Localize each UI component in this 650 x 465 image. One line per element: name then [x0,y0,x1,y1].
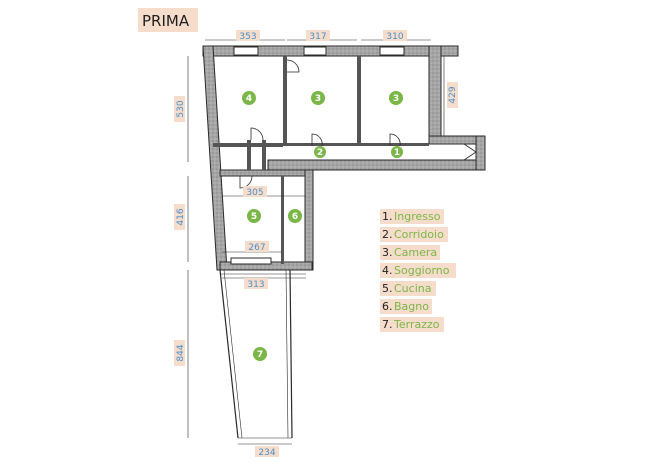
svg-text:3: 3 [315,94,321,104]
room-markers: 4 3 3 2 1 5 6 7 [242,91,403,361]
wall-entry-right [262,140,266,170]
dimension-label-backgrounds [174,30,458,457]
svg-text:Camera: Camera [394,246,437,259]
window-4 [230,257,272,265]
svg-text:7.: 7. [382,318,393,331]
walls [202,45,486,439]
svg-text:4: 4 [246,94,252,104]
dim-left-upper: 530 [176,100,186,117]
wall-kitchen-right [304,169,314,271]
svg-text:3.: 3. [382,246,393,259]
room-marker-2: 2 [314,146,326,158]
svg-text:6.: 6. [382,300,393,313]
room-marker-1: 1 [391,146,403,158]
dim-top-room3b: 310 [386,32,403,42]
door-corridor-end [463,143,477,161]
terrace-right-edge [289,269,293,439]
window-2 [303,46,327,56]
window-3 [379,46,405,56]
wall-room4-room3-divider [283,56,287,144]
dimension-labels: 353 317 310 530 429 416 305 267 313 844 … [176,32,458,458]
windows [230,46,405,265]
svg-text:Bagno: Bagno [394,300,429,313]
legend-item-3: 3. Camera [380,245,440,260]
svg-text:Ingresso: Ingresso [394,210,441,223]
door-kitchen [239,175,253,189]
legend-item-5: 5. Cucina [380,281,436,296]
door-room2 [311,133,323,147]
dimension-lines [187,39,445,445]
room-marker-5: 5 [247,209,261,223]
terrace-right-edge-inner [285,269,289,439]
room-marker-4: 4 [242,91,256,105]
svg-text:5.: 5. [382,282,393,295]
svg-text:Soggiorno: Soggiorno [394,264,450,277]
dim-top-room3a: 317 [309,32,326,42]
title-background [138,8,198,32]
door-room4-top [286,59,300,73]
wall-bath-divider [281,176,284,264]
wall-right-room3 [428,45,442,137]
room-marker-3b: 3 [389,91,403,105]
wall-corridor-end [475,135,486,171]
dim-left-kitchen: 416 [176,208,186,225]
svg-text:Cucina: Cucina [394,282,431,295]
svg-text:7: 7 [257,350,263,360]
svg-text:5: 5 [251,212,257,222]
legend-item-2: 2. Corridoio [380,227,448,242]
svg-text:Corridoio: Corridoio [394,228,444,241]
legend-item-6: 6. Bagno [380,299,432,314]
svg-text:2.: 2. [382,228,393,241]
dim-right-room3: 429 [448,86,458,103]
page-title: PRIMA [142,12,190,30]
legend: 1. Ingresso 2. Corridoio 3. Camera 4. So… [380,209,456,332]
terrace-left-edge-inner [223,269,243,439]
dim-kitchen-inner: 267 [248,243,265,253]
legend-item-1: 1. Ingresso [380,209,444,224]
dim-terrace-top: 313 [247,280,264,290]
doors [239,59,477,189]
wall-room-middle-bottom [283,143,429,146]
window-1 [233,46,259,56]
wall-kitchen-top [219,169,313,177]
dim-top-room4: 353 [239,32,256,42]
svg-text:4.: 4. [382,264,393,277]
legend-item-7: 7. Terrazzo [380,317,444,332]
room-marker-3a: 3 [311,91,325,105]
svg-text:Terrazzo: Terrazzo [393,318,440,331]
room-marker-7: 7 [253,347,267,361]
svg-text:2: 2 [317,148,323,158]
wall-left-upper [202,45,228,271]
wall-corridor-bottom [267,159,486,171]
legend-item-4: 4. Soggiorno [380,263,456,278]
dim-left-terrace: 844 [176,344,186,361]
door-room3 [389,133,401,147]
svg-text:3: 3 [393,94,399,104]
room-marker-6: 6 [288,209,302,223]
svg-text:1: 1 [394,148,400,158]
terrace-left-edge [219,269,239,439]
wall-room3-room3b-divider [357,56,361,144]
svg-text:6: 6 [292,212,298,222]
dim-kitchen-width: 305 [246,188,263,198]
door-room4 [250,127,264,141]
dim-terrace-bottom: 234 [258,448,275,458]
wall-entry-left [247,140,251,170]
svg-text:1.: 1. [382,210,393,223]
